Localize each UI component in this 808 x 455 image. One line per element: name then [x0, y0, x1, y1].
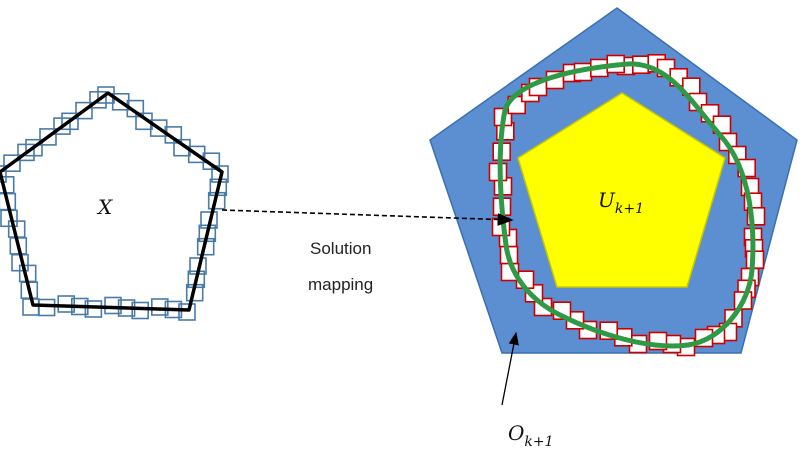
cover-box: [131, 301, 149, 320]
cover-box: [20, 281, 39, 300]
cover-box: [89, 91, 107, 109]
inner-pentagon-u: [517, 92, 726, 288]
cover-box: [84, 300, 103, 318]
cover-box: [0, 165, 7, 183]
cover-box: [149, 119, 168, 137]
cover-box: [104, 296, 122, 315]
cover-box: [151, 298, 169, 316]
o-pointer-arrow: [501, 331, 519, 406]
mapping-label-line1: Solution: [310, 239, 371, 258]
cover-box: [37, 298, 56, 317]
cover-box: [25, 138, 43, 157]
cover-box: [39, 128, 57, 146]
cover-box: [187, 270, 206, 289]
mapping-arrow: [221, 209, 514, 226]
cover-box: [3, 154, 21, 172]
cover-box: [198, 224, 217, 243]
u-label: Uk+1: [598, 188, 644, 217]
x-label: X: [96, 195, 113, 219]
cover-box: [61, 112, 79, 131]
cover-box: [209, 178, 228, 197]
cover-box: [178, 303, 196, 321]
cover-box: [75, 101, 93, 120]
mapping-label-line2: mapping: [308, 275, 373, 294]
image-curve: [497, 61, 756, 349]
left-pentagon-x: [0, 91, 224, 312]
cover-box: [111, 93, 130, 111]
cover-box: [0, 192, 17, 211]
cover-box: [135, 112, 153, 131]
left-box-cover: [0, 86, 229, 321]
cover-box: [187, 145, 206, 164]
cover-box: [57, 295, 76, 313]
o-label: Ok+1: [508, 421, 554, 450]
